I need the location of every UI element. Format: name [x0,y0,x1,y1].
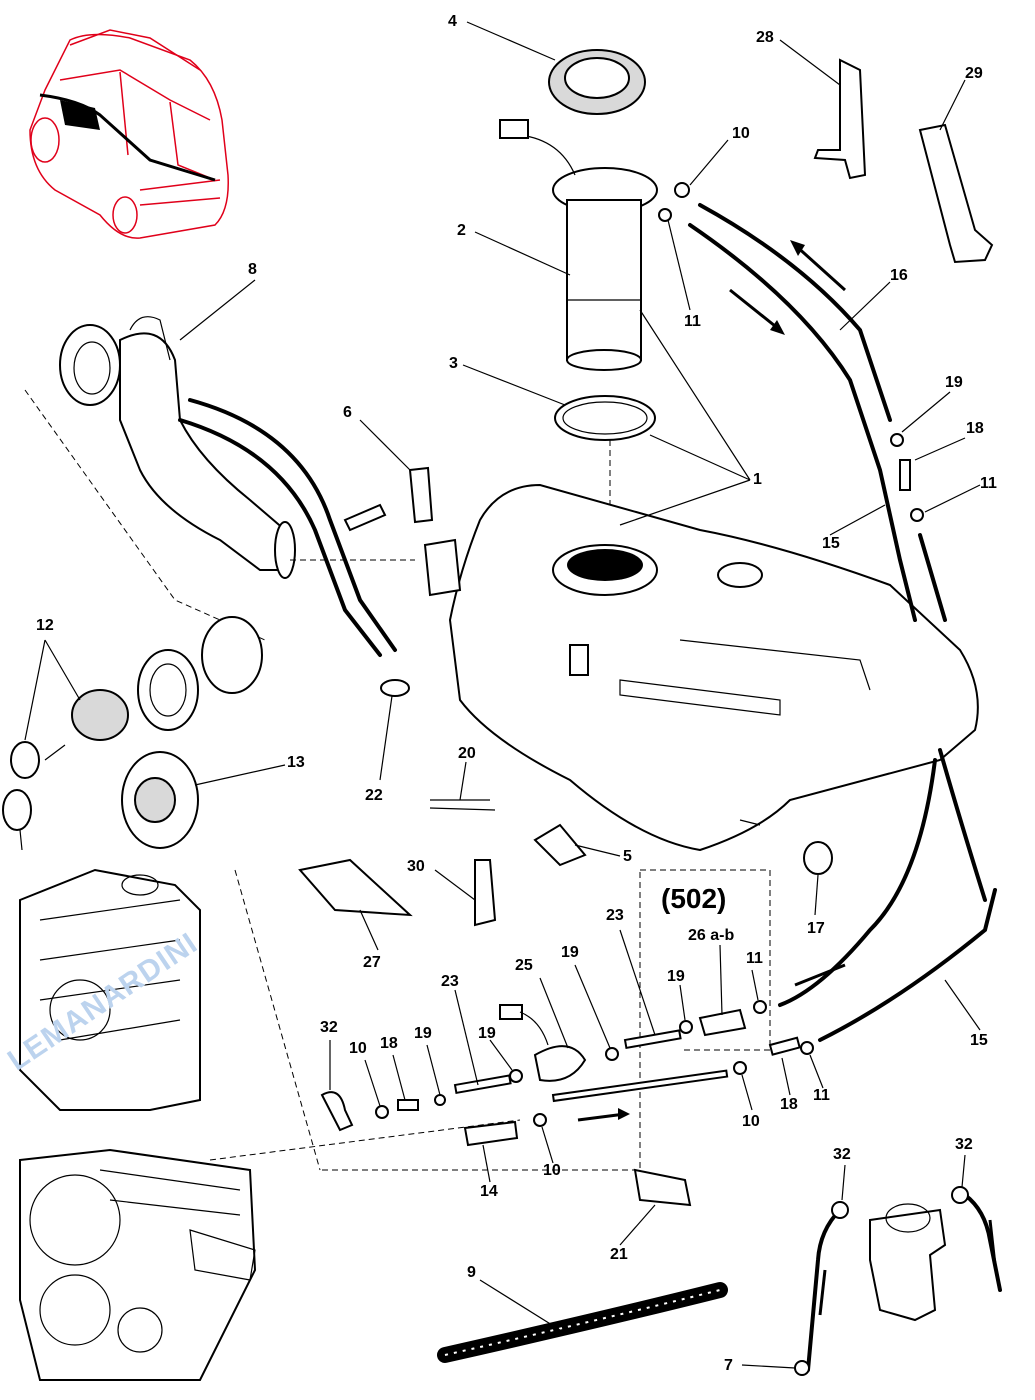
callout-11: 11 [684,313,701,330]
callout-32: 32 [320,1019,338,1036]
callout-3: 3 [449,355,458,372]
callout-17: 17 [807,920,825,937]
callout-19: 19 [478,1025,496,1042]
callout-19: 19 [414,1025,432,1042]
callout-10: 10 [349,1040,367,1057]
callout-7: 7 [724,1357,733,1374]
fuel-filler-neck [59,316,397,657]
callout-21: 21 [610,1246,628,1263]
callout-14: 14 [480,1183,498,1200]
callout-23: 23 [441,973,459,990]
engine-illustration-top [19,868,201,1111]
bracket-29 [918,123,994,264]
vehicle-location-icon [29,29,229,239]
callout-9: 9 [467,1264,476,1281]
callout-27: 27 [363,954,381,971]
callout-10: 10 [543,1162,561,1179]
fuel-cap-lock [2,616,263,851]
callout-1: 1 [753,471,762,488]
leader-lines [24,21,981,1369]
callout-18: 18 [966,420,984,437]
callout-26-a-b: 26 a-b [688,927,735,944]
callout-25: 25 [515,957,533,974]
engine-illustration-bottom [19,1148,257,1381]
callout-13: 13 [287,754,305,771]
callout-19: 19 [945,374,963,391]
clamps-and-fittings [298,182,924,1207]
callout-8: 8 [248,261,257,278]
callout-4: 4 [448,13,457,30]
fuel-filter-assembly [794,1186,1002,1376]
callout-28: 28 [756,29,774,46]
bracket-28 [813,58,867,180]
seal-ring-part [554,395,656,441]
callout-2: 2 [457,222,466,239]
callout-30: 30 [407,858,425,875]
callout-18: 18 [380,1035,398,1052]
callout-11: 11 [746,950,763,967]
callout-10: 10 [732,125,750,142]
callout-32: 32 [955,1136,973,1153]
callout-11: 11 [980,475,997,492]
callout-22: 22 [365,787,383,804]
callout-20: 20 [458,745,476,762]
callout-19: 19 [561,944,579,961]
callout-15: 15 [822,535,840,552]
callout-12: 12 [36,617,54,634]
callout-19: 19 [667,968,685,985]
callout-5: 5 [623,848,632,865]
callout-29: 29 [965,65,983,82]
lock-ring-part [548,49,646,115]
callout-23: 23 [606,907,624,924]
fuel-tank [423,483,979,852]
callout-16: 16 [890,267,908,284]
callout-15: 15 [970,1032,988,1049]
fuel-pump-unit [499,119,658,371]
callout-18: 18 [780,1096,798,1113]
callout-6: 6 [343,404,352,421]
group-502-label: (502) [661,883,727,914]
callout-10: 10 [742,1113,760,1130]
callout-32: 32 [833,1146,851,1163]
callout-11: 11 [813,1087,830,1104]
